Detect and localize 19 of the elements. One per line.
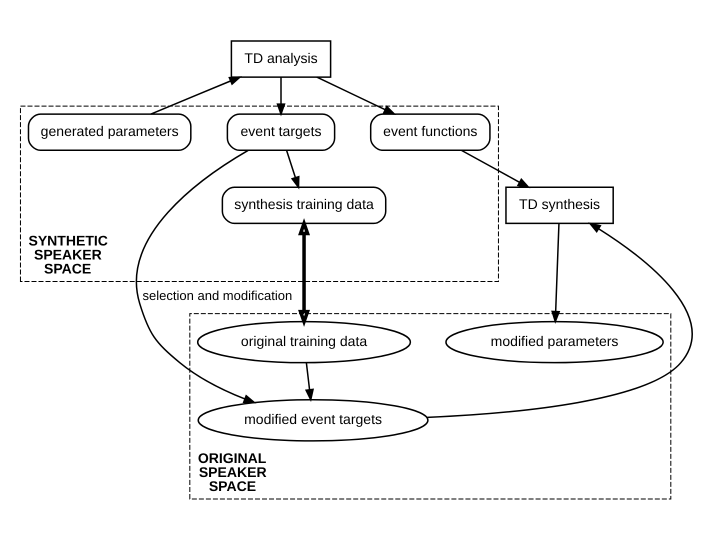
arrow <box>551 223 560 324</box>
node-box: synthesis training data <box>222 186 386 224</box>
arrow <box>286 150 300 190</box>
arrow <box>276 77 286 116</box>
arrow <box>298 218 310 327</box>
arrow <box>460 150 530 188</box>
node-box: TD synthesis <box>505 186 614 224</box>
arrow <box>427 222 693 418</box>
node-ellipse: modified parameters <box>445 320 664 364</box>
node-ellipse: modified event targets <box>197 399 429 442</box>
node-box: event functions <box>370 113 491 151</box>
node-ellipse: original training data <box>196 320 412 364</box>
arrow <box>304 362 314 402</box>
node-box: event targets <box>226 113 336 151</box>
node-box: TD analysis <box>230 40 332 78</box>
node-box: generated parameters <box>28 113 192 151</box>
edge-label: selection and modification <box>142 288 292 303</box>
arrow <box>316 76 396 116</box>
arrow <box>136 150 256 404</box>
